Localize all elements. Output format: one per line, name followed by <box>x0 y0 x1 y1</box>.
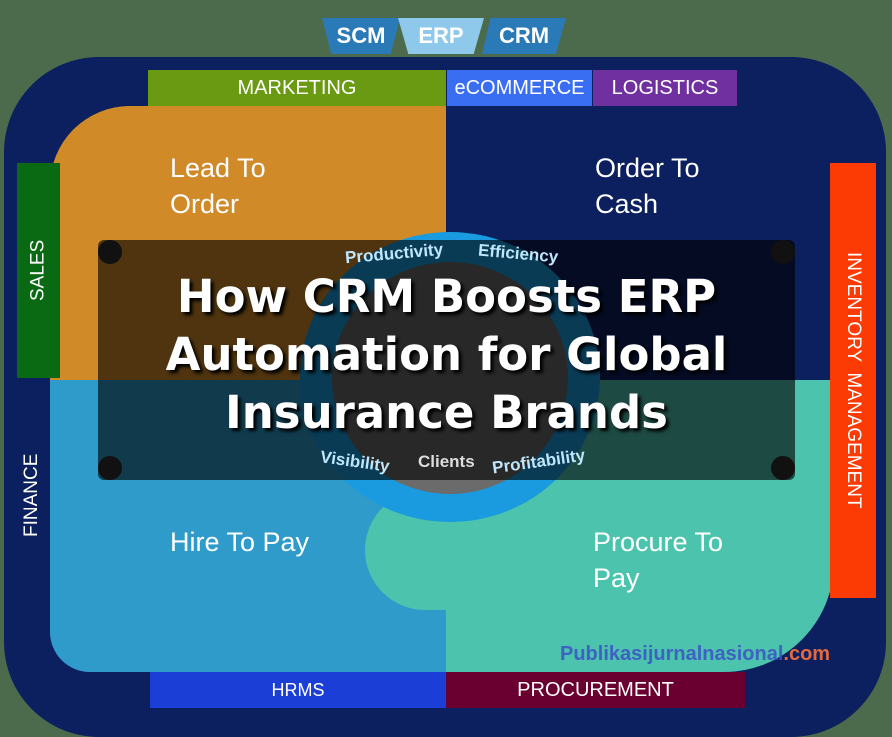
procure-to-pay-label: Procure To Pay <box>593 527 724 593</box>
lead-to-order-label: Lead To Order <box>170 153 266 219</box>
finance-label: FINANCE <box>17 430 47 560</box>
bar-label: INVENTORY MANAGEMENT <box>843 252 864 509</box>
watermark-main: Publikasijurnalnasional <box>560 643 784 665</box>
tab-scm: SCM <box>322 18 400 54</box>
logistics-bar: LOGISTICS <box>593 70 737 106</box>
tab-label: ERP <box>418 23 464 48</box>
procurement-bar: PROCUREMENT <box>446 672 745 708</box>
bar-label: SALES <box>27 239 49 302</box>
hire-to-pay-label: Hire To Pay <box>170 527 310 557</box>
watermark: Publikasijurnalnasional.com <box>560 643 830 666</box>
bar-label: FINANCE <box>21 453 42 537</box>
hrms-bar: HRMS <box>150 672 446 708</box>
bar-label: HRMS <box>271 679 325 700</box>
corner-dot <box>771 456 795 480</box>
title-overlay <box>98 240 795 480</box>
inventory-management-bar: INVENTORY MANAGEMENT <box>830 163 876 598</box>
corner-dot <box>98 240 122 264</box>
bar-label: MARKETING <box>237 76 357 99</box>
bar-label: PROCUREMENT <box>517 678 674 701</box>
marketing-bar: MARKETING <box>148 70 446 106</box>
sales-bar: SALES <box>17 163 60 378</box>
bar-label: eCOMMERCE <box>454 76 585 99</box>
tab-label: SCM <box>336 23 386 48</box>
ecommerce-bar: eCOMMERCE <box>447 70 592 106</box>
tab-erp: ERP <box>398 18 484 54</box>
tab-crm: CRM <box>482 18 566 54</box>
tab-label: CRM <box>498 23 550 48</box>
page-title: How CRM Boosts ERP Automation for Global… <box>165 270 728 439</box>
corner-dot <box>98 456 122 480</box>
order-to-cash-label: Order To Cash <box>595 153 700 219</box>
bar-label: LOGISTICS <box>611 76 719 99</box>
clients-label: Clients <box>418 452 475 471</box>
corner-dot <box>771 240 795 264</box>
watermark-suffix: .com <box>783 643 831 665</box>
